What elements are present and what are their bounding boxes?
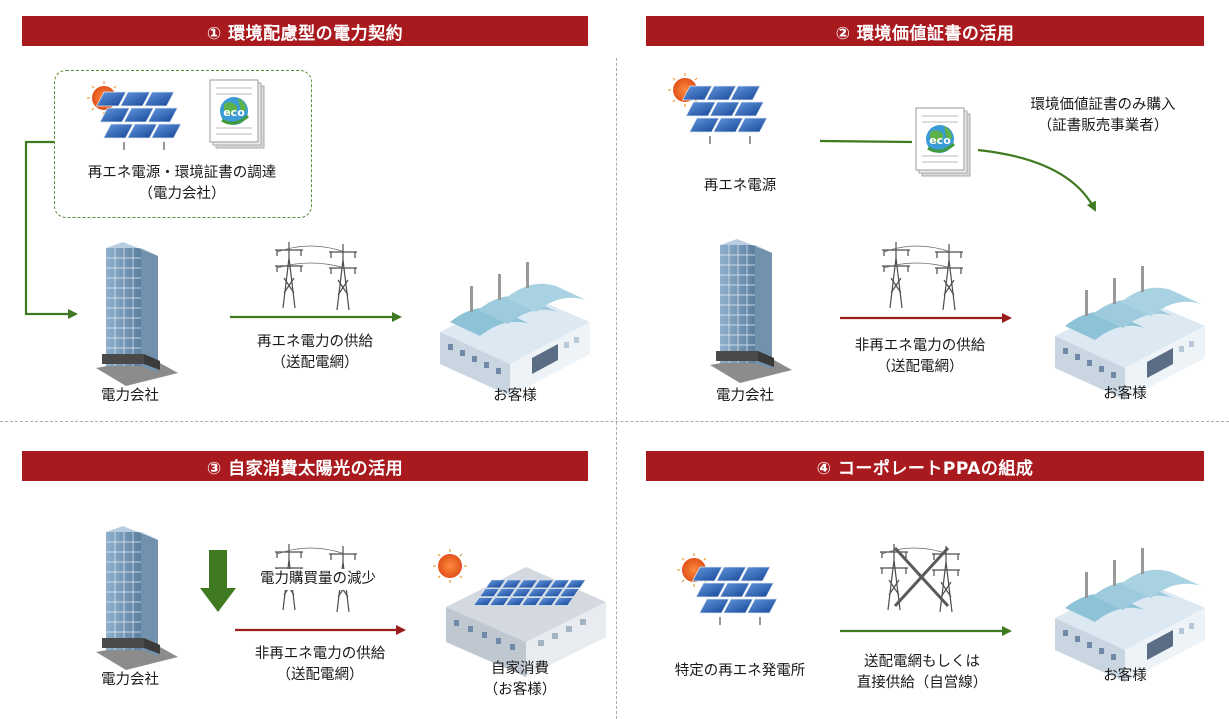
cert-line — [819, 139, 913, 144]
customer-label-1: お客様 — [493, 388, 537, 404]
supply-label-3-line2: （送配電網） — [276, 667, 364, 683]
procurement-box — [54, 70, 312, 218]
eco-text-2: eco — [929, 134, 951, 147]
certificate-label: 環境価値証書のみ購入 （証書販売事業者） — [1005, 95, 1201, 137]
panel2-header: ② 環境価値証書の活用 — [646, 16, 1204, 46]
supply-label-1: 再エネ電力の供給 （送配電網） — [230, 332, 400, 374]
company-label-3: 電力会社 — [101, 672, 159, 688]
panel3-header: ③ 自家消費太陽光の活用 — [22, 451, 588, 481]
panel1-header: ① 環境配慮型の電力契約 — [22, 16, 588, 46]
cert-arrow — [977, 148, 1096, 212]
company-label-1: 電力会社 — [101, 388, 159, 404]
source-label-4: 特定の再エネ発電所 — [674, 663, 806, 679]
supply-label-2-line2: （送配電網） — [876, 359, 964, 375]
source-label-2: 再エネ電源 — [703, 178, 777, 194]
panel4-header: ④ コーポレートPPAの組成 — [646, 451, 1204, 481]
procure-label-line1: 再エネ電源・環境証書の調達 — [87, 165, 277, 181]
cross-mark-icon — [893, 546, 950, 608]
customer-label-3: 自家消費 （お客様） — [455, 659, 585, 701]
certificate-label-line2: （証書販売事業者） — [1037, 118, 1169, 134]
procure-arrow — [24, 140, 78, 319]
procure-label: 再エネ電源・環境証書の調達 （電力会社） — [54, 163, 310, 205]
customer-label-4: お客様 — [1103, 668, 1147, 684]
customer-label-3-line2: （お客様） — [483, 682, 557, 698]
supply-label-3: 非再エネ電力の供給 （送配電網） — [228, 644, 412, 686]
customer-label-2: お客様 — [1103, 386, 1147, 402]
supply-label-4-line1: 送配電網もしくは — [864, 654, 980, 670]
procure-label-line2: （電力会社） — [138, 186, 226, 202]
supply-label-1-line2: （送配電網） — [271, 355, 359, 371]
supply-label-4-line2: 直接供給（自営線） — [856, 675, 988, 691]
vertical-divider — [616, 58, 617, 719]
supply-label-2-line1: 非再エネ電力の供給 — [854, 338, 986, 354]
supply-label-3-line1: 非再エネ電力の供給 — [254, 646, 386, 662]
reduction-label: 電力購買量の減少 — [238, 569, 398, 590]
supply-label-1-line1: 再エネ電力の供給 — [257, 334, 373, 350]
supply-label-4: 送配電網もしくは 直接供給（自営線） — [830, 652, 1014, 694]
eco-text-1: eco — [223, 106, 245, 119]
company-label-2: 電力会社 — [716, 388, 774, 404]
certificate-label-line1: 環境価値証書のみ購入 — [1030, 97, 1176, 113]
horizontal-divider — [0, 421, 1229, 422]
customer-label-3-line1: 自家消費 — [491, 661, 549, 677]
supply-label-2: 非再エネ電力の供給 （送配電網） — [830, 336, 1010, 378]
reduction-down-arrow — [200, 550, 236, 612]
